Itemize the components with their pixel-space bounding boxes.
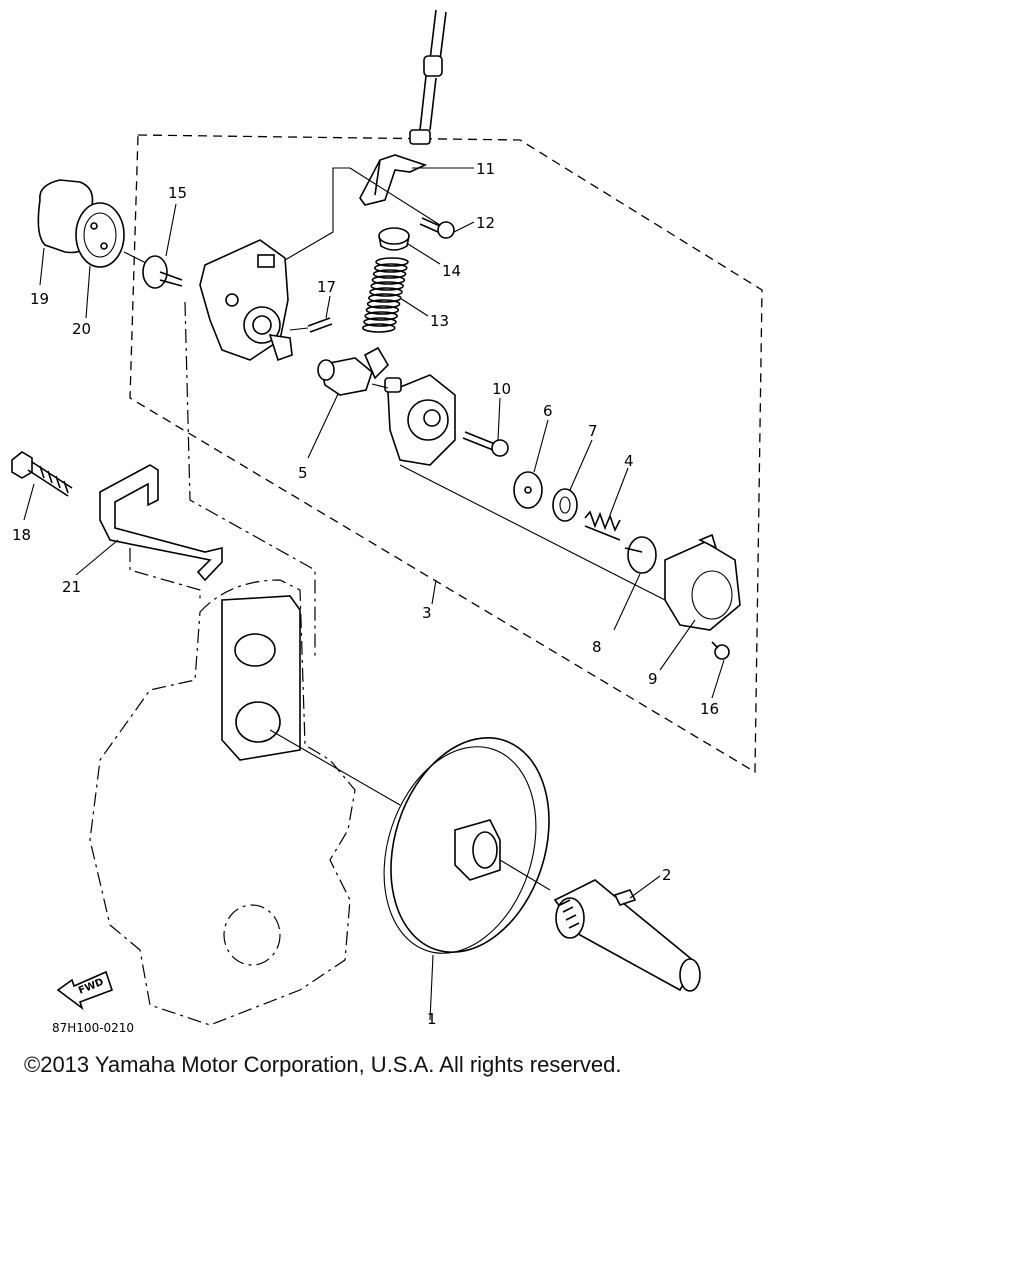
assembly-boundary [129, 134, 763, 774]
exploded-parts-diagram: FWD 1 2 3 4 5 6 7 8 9 10 11 [11, 9, 763, 1035]
fwd-arrow-icon: FWD [56, 970, 114, 1011]
throttle-cable [409, 9, 447, 145]
spring-coil [366, 299, 401, 309]
callout-20: 20 [72, 320, 91, 338]
callout-10: 10 [492, 380, 511, 398]
key-2 [613, 889, 637, 906]
callout-15: 15 [168, 184, 187, 202]
spring-4 [584, 510, 621, 541]
callout-13: 13 [430, 312, 449, 330]
leader-21 [129, 548, 201, 600]
pulley-1 [383, 737, 550, 954]
pump-housing [199, 239, 293, 362]
spring-coil [361, 323, 396, 333]
engine-case [89, 579, 401, 1026]
spring-coil [371, 275, 406, 285]
callout-4: 4 [624, 452, 634, 470]
callout-labels: 1 2 3 4 5 6 7 8 9 10 11 12 13 14 15 16 1… [12, 160, 719, 1035]
copyright-notice: ©2013 Yamaha Motor Corporation, U.S.A. A… [24, 1052, 622, 1077]
leader-pin [289, 327, 309, 331]
leader-housing-link [284, 167, 350, 261]
leader-shaft-body [371, 383, 389, 389]
callout-leaders [23, 167, 725, 1021]
callout-1: 1 [427, 1010, 437, 1028]
pump-body-3 [384, 374, 456, 466]
spring-coil [370, 281, 405, 291]
leader-bracket-screw [349, 167, 441, 226]
callout-17: 17 [317, 278, 336, 296]
seal-7 [552, 488, 578, 522]
screw-16 [711, 641, 730, 660]
callout-3: 3 [422, 604, 432, 622]
spring-coil [363, 317, 397, 327]
leader-pulley-shaft [499, 859, 551, 891]
callout-2: 2 [662, 866, 672, 884]
drive-shaft [553, 879, 701, 992]
spring-coil [365, 305, 400, 315]
callout-5: 5 [298, 464, 308, 482]
spring-coil [372, 269, 407, 279]
callout-19: 19 [30, 290, 49, 308]
figure-code: 87H100-0210 [52, 1021, 134, 1035]
spring-coil [373, 263, 408, 273]
screw-12 [419, 217, 455, 239]
callout-8: 8 [592, 638, 602, 656]
plunger-15 [142, 255, 183, 289]
leader-20-15 [123, 251, 149, 265]
callout-6: 6 [543, 402, 553, 420]
bolt-10 [462, 431, 509, 457]
washer-6 [513, 471, 543, 509]
spring-coil [364, 311, 399, 321]
callout-14: 14 [442, 262, 461, 280]
callout-7: 7 [588, 422, 598, 440]
spring-coil [369, 287, 403, 297]
shaft-5 [317, 346, 390, 396]
plunger-8 [624, 536, 657, 574]
callout-21: 21 [62, 578, 81, 596]
spring-13 [361, 257, 409, 333]
leader-body-cover [399, 464, 666, 601]
pin-17 [307, 317, 333, 333]
plate-20 [75, 202, 125, 268]
callout-16: 16 [700, 700, 719, 718]
bracket-11 [359, 154, 428, 206]
callout-12: 12 [476, 214, 495, 232]
spring-coil [375, 257, 409, 267]
cover-9 [664, 533, 741, 631]
callout-11: 11 [476, 160, 495, 178]
spring-seat-14 [378, 227, 410, 251]
callout-9: 9 [648, 670, 658, 688]
bracket-21 [99, 464, 223, 582]
callout-18: 18 [12, 526, 31, 544]
bolt-18 [11, 451, 73, 497]
leader-housing-gasket [184, 301, 316, 660]
